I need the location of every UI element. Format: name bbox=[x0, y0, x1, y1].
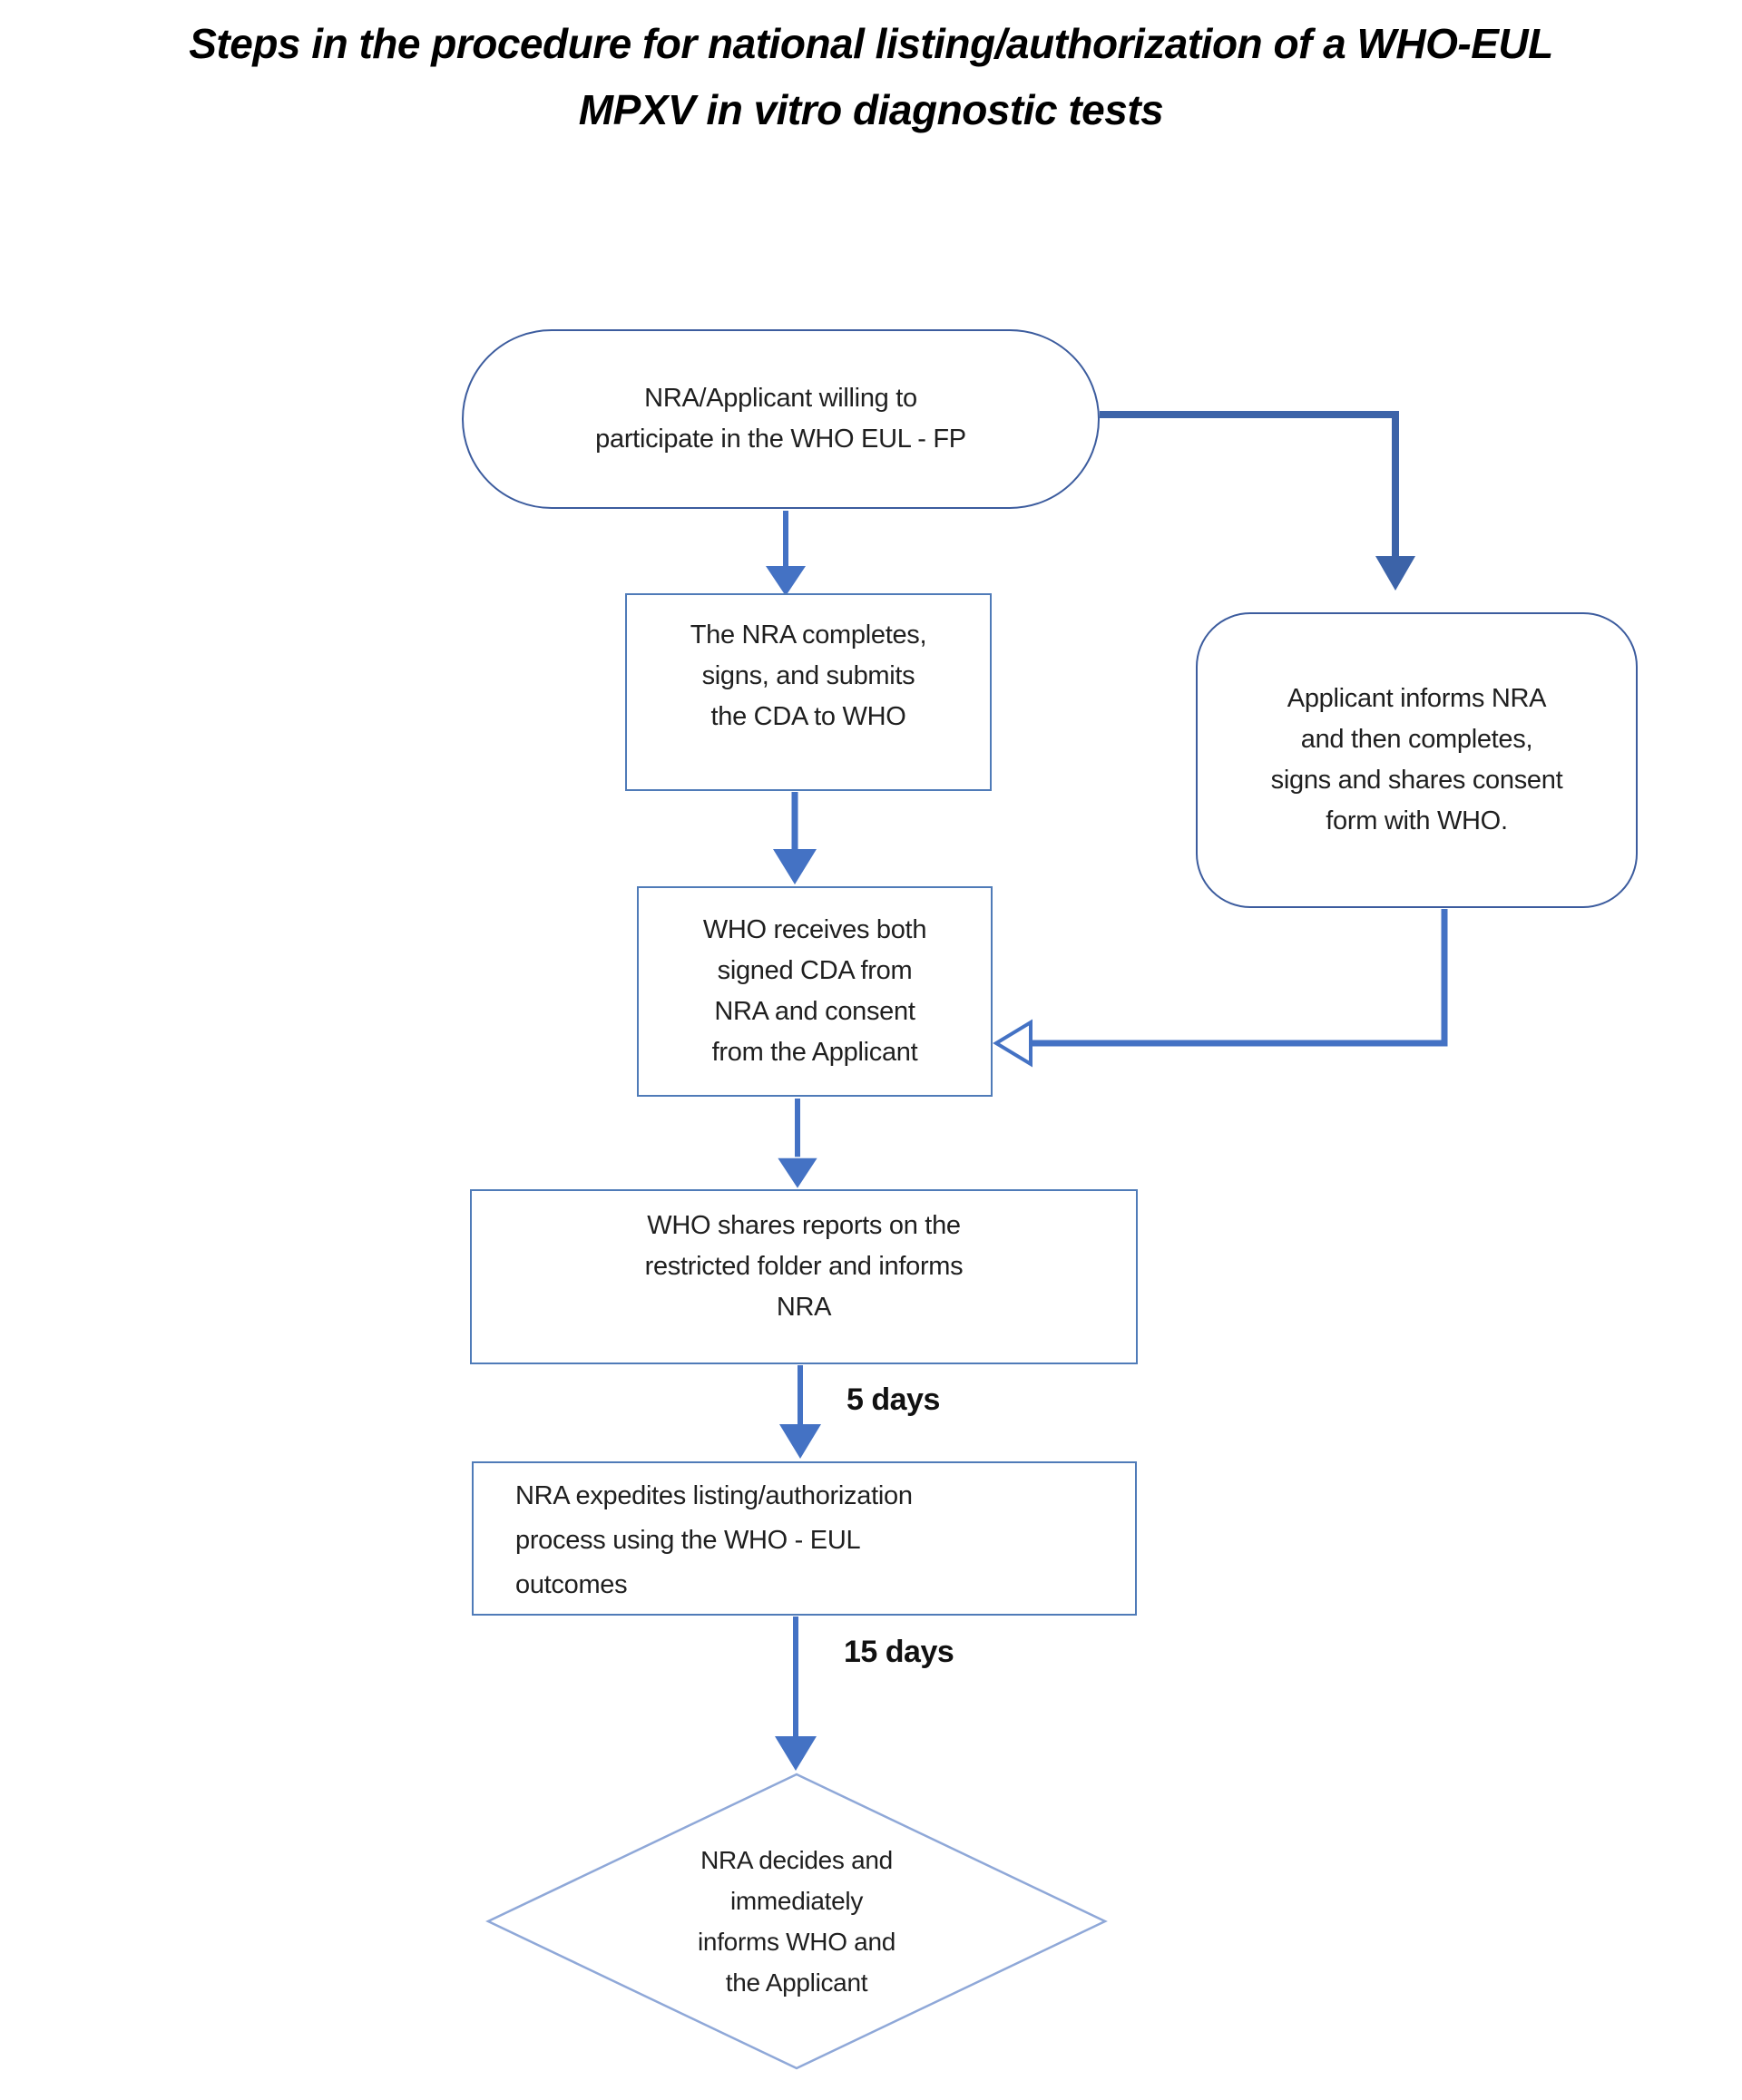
edge-start-to-applicant-informs-arrowhead bbox=[1375, 556, 1415, 591]
edge-label-5-days: 5 days bbox=[847, 1382, 940, 1417]
node-decision-label: NRA decides and immediately informs WHO … bbox=[698, 1846, 895, 1997]
node-nra-expedites-label: NRA expedites listing/authorization proc… bbox=[515, 1481, 913, 1599]
page-title-line2: MPXV in vitro diagnostic tests bbox=[578, 86, 1164, 133]
edge-start-to-applicant-informs-line bbox=[1100, 411, 1399, 559]
node-applicant-informs-label: Applicant informs NRA and then completes… bbox=[1270, 684, 1563, 835]
edge-nra-completes-to-who-receives-arrowhead bbox=[773, 849, 817, 884]
node-nra-completes: The NRA completes, signs, and submits th… bbox=[625, 593, 992, 791]
node-nra-expedites: NRA expedites listing/authorization proc… bbox=[472, 1461, 1137, 1616]
node-who-shares: WHO shares reports on the restricted fol… bbox=[470, 1189, 1138, 1364]
page-title: Steps in the procedure for national list… bbox=[0, 11, 1742, 143]
node-who-receives-label: WHO receives both signed CDA from NRA an… bbox=[702, 915, 927, 1067]
edge-applicant-informs-to-who-receives-line bbox=[1029, 909, 1448, 1047]
node-who-shares-label: WHO shares reports on the restricted fol… bbox=[644, 1211, 964, 1322]
node-start: NRA/Applicant willing to participate in … bbox=[462, 329, 1100, 509]
node-nra-completes-label: The NRA completes, signs, and submits th… bbox=[690, 620, 927, 731]
node-applicant-informs: Applicant informs NRA and then completes… bbox=[1196, 612, 1638, 908]
edge-label-15-days: 15 days bbox=[844, 1635, 954, 1669]
node-who-receives: WHO receives both signed CDA from NRA an… bbox=[637, 886, 993, 1097]
edge-who-shares-to-nra-expedites-arrowhead bbox=[779, 1424, 821, 1459]
page-title-line1: Steps in the procedure for national list… bbox=[189, 20, 1553, 67]
edge-nra-expedites-to-decision-arrowhead bbox=[775, 1736, 817, 1771]
node-start-label: NRA/Applicant willing to participate in … bbox=[595, 384, 966, 454]
edge-applicant-informs-to-who-receives-arrowhead bbox=[993, 1019, 1032, 1068]
edge-who-receives-to-who-shares-arrowhead bbox=[775, 1157, 820, 1191]
edge-start-to-nra-completes-arrowhead bbox=[766, 566, 806, 596]
